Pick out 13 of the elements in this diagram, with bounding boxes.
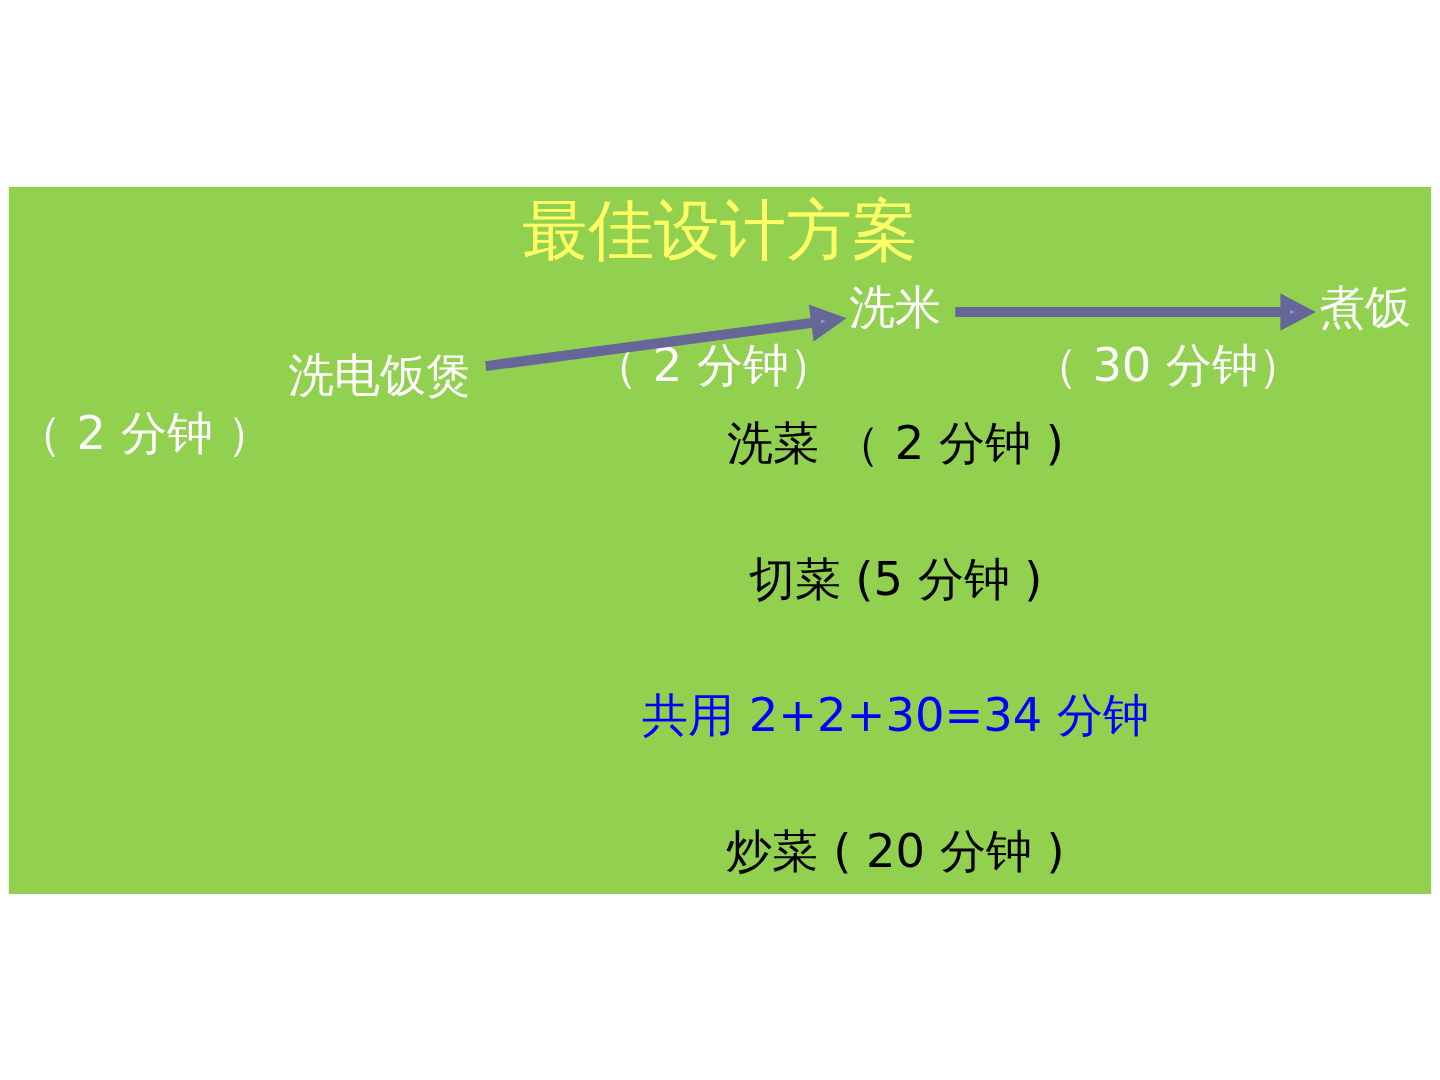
node-label: （ 30 分钟）: [1031, 337, 1305, 392]
diagram-title: 最佳设计方案: [522, 191, 918, 269]
node-label: （ 2 分钟）: [591, 337, 835, 392]
node-text: 煮饭: [1318, 279, 1411, 334]
node-label: （ 2 分钟 ）: [15, 405, 274, 460]
node-text: 洗米: [849, 279, 942, 334]
label: 炒菜 ( 20 分钟 ): [726, 823, 1065, 878]
arrow: [485, 303, 847, 371]
label: 洗菜 （ 2 分钟 ): [727, 415, 1064, 470]
label: 共用 2+2+30=34 分钟: [642, 687, 1149, 742]
node-text: 洗电饭煲: [287, 347, 472, 402]
arrow: [955, 292, 1316, 331]
label: 切菜 (5 分钟 ): [748, 551, 1043, 606]
